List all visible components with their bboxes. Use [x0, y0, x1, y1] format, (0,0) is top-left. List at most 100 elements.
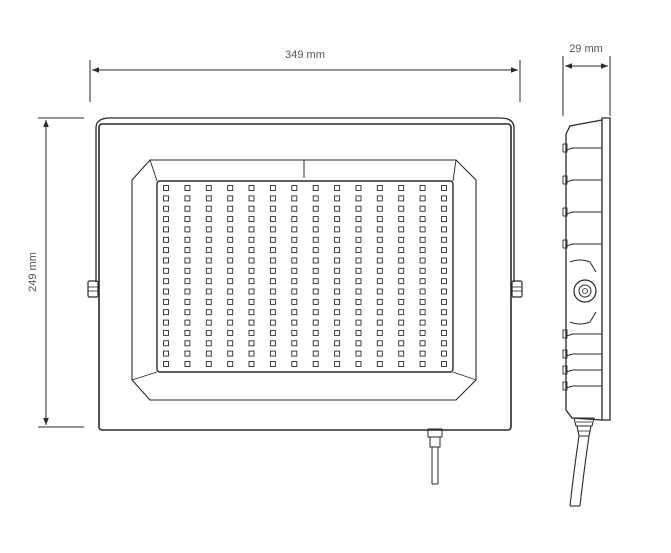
left-bracket-knob — [87, 280, 99, 298]
led-chip — [312, 185, 319, 191]
led-chip — [376, 185, 383, 191]
led-chip — [334, 309, 341, 316]
led-chip — [227, 247, 234, 254]
led-chip — [441, 340, 447, 347]
fin-notch — [562, 365, 568, 375]
led-chip — [441, 226, 447, 233]
led-chip — [376, 267, 383, 274]
led-chip — [398, 236, 405, 243]
led-chip — [355, 288, 362, 295]
led-chip — [163, 257, 169, 264]
led-chip — [312, 298, 319, 305]
depth-label: 29 mm — [569, 43, 603, 55]
led-chip — [269, 319, 276, 326]
led-chip — [398, 309, 405, 316]
led-chip — [419, 205, 426, 212]
led-chip — [441, 185, 447, 191]
led-chip — [163, 236, 169, 243]
led-chip — [205, 226, 212, 233]
led-chip — [419, 267, 426, 274]
led-chip — [398, 329, 405, 336]
led-chip — [163, 329, 169, 336]
led-chip — [269, 236, 276, 243]
led-chip — [184, 361, 191, 367]
led-chip — [163, 361, 169, 367]
side-power-cable — [569, 435, 580, 507]
side-bracket-knob — [573, 279, 597, 303]
led-chip — [376, 236, 383, 243]
led-chip — [163, 185, 169, 191]
led-chip — [269, 298, 276, 305]
led-chip — [334, 257, 341, 264]
led-chip — [269, 309, 276, 316]
led-chip — [441, 236, 447, 243]
cooling-fin — [565, 333, 602, 337]
led-chip — [291, 361, 298, 367]
led-chip — [248, 205, 255, 212]
led-chip — [376, 205, 383, 212]
led-chip — [355, 236, 362, 243]
led-chip — [355, 361, 362, 367]
led-chip — [376, 226, 383, 233]
cooling-fin — [565, 353, 602, 357]
led-chip — [248, 195, 255, 202]
led-chip — [419, 361, 426, 367]
led-chip — [355, 257, 362, 264]
led-chip — [355, 216, 362, 223]
led-chip — [248, 298, 255, 305]
fin-notch — [562, 143, 568, 153]
led-chip — [269, 288, 276, 295]
led-chip — [334, 298, 341, 305]
led-chip — [205, 350, 212, 357]
led-chip — [398, 257, 405, 264]
led-chip — [398, 226, 405, 233]
led-chip — [248, 309, 255, 316]
led-chip — [248, 216, 255, 223]
led-chip — [312, 319, 319, 326]
led-chip — [184, 288, 191, 295]
led-chip — [312, 195, 319, 202]
led-chip — [312, 350, 319, 357]
led-chip — [376, 298, 383, 305]
led-chip — [441, 319, 447, 326]
led-chip — [184, 195, 191, 202]
led-chip — [227, 309, 234, 316]
led-chip — [205, 309, 212, 316]
led-chip — [227, 226, 234, 233]
led-chip — [312, 226, 319, 233]
led-chip — [227, 205, 234, 212]
led-chip — [269, 361, 276, 367]
led-chip — [248, 361, 255, 367]
led-chip — [419, 319, 426, 326]
led-chip — [248, 319, 255, 326]
led-chip — [291, 236, 298, 243]
led-chip — [334, 340, 341, 347]
led-chip — [269, 216, 276, 223]
led-chip — [205, 340, 212, 347]
led-chip — [419, 247, 426, 254]
led-chip — [312, 278, 319, 285]
led-chip — [419, 278, 426, 285]
led-chip — [441, 288, 447, 295]
led-chip — [205, 267, 212, 274]
led-chip — [227, 350, 234, 357]
cooling-fin — [565, 179, 602, 183]
led-chip — [334, 226, 341, 233]
led-chip — [376, 288, 383, 295]
led-chip — [227, 288, 234, 295]
led-chip — [419, 185, 426, 191]
led-chip — [312, 205, 319, 212]
led-chip — [248, 226, 255, 233]
housing-outline — [98, 123, 512, 431]
led-chip — [441, 216, 447, 223]
led-chip — [163, 247, 169, 254]
led-chip — [419, 195, 426, 202]
led-chip — [227, 257, 234, 264]
led-chip — [227, 319, 234, 326]
led-chip — [248, 247, 255, 254]
led-chip — [419, 236, 426, 243]
led-chip — [355, 298, 362, 305]
led-chip — [248, 267, 255, 274]
led-chip — [163, 350, 169, 357]
fin-notch — [562, 239, 568, 249]
